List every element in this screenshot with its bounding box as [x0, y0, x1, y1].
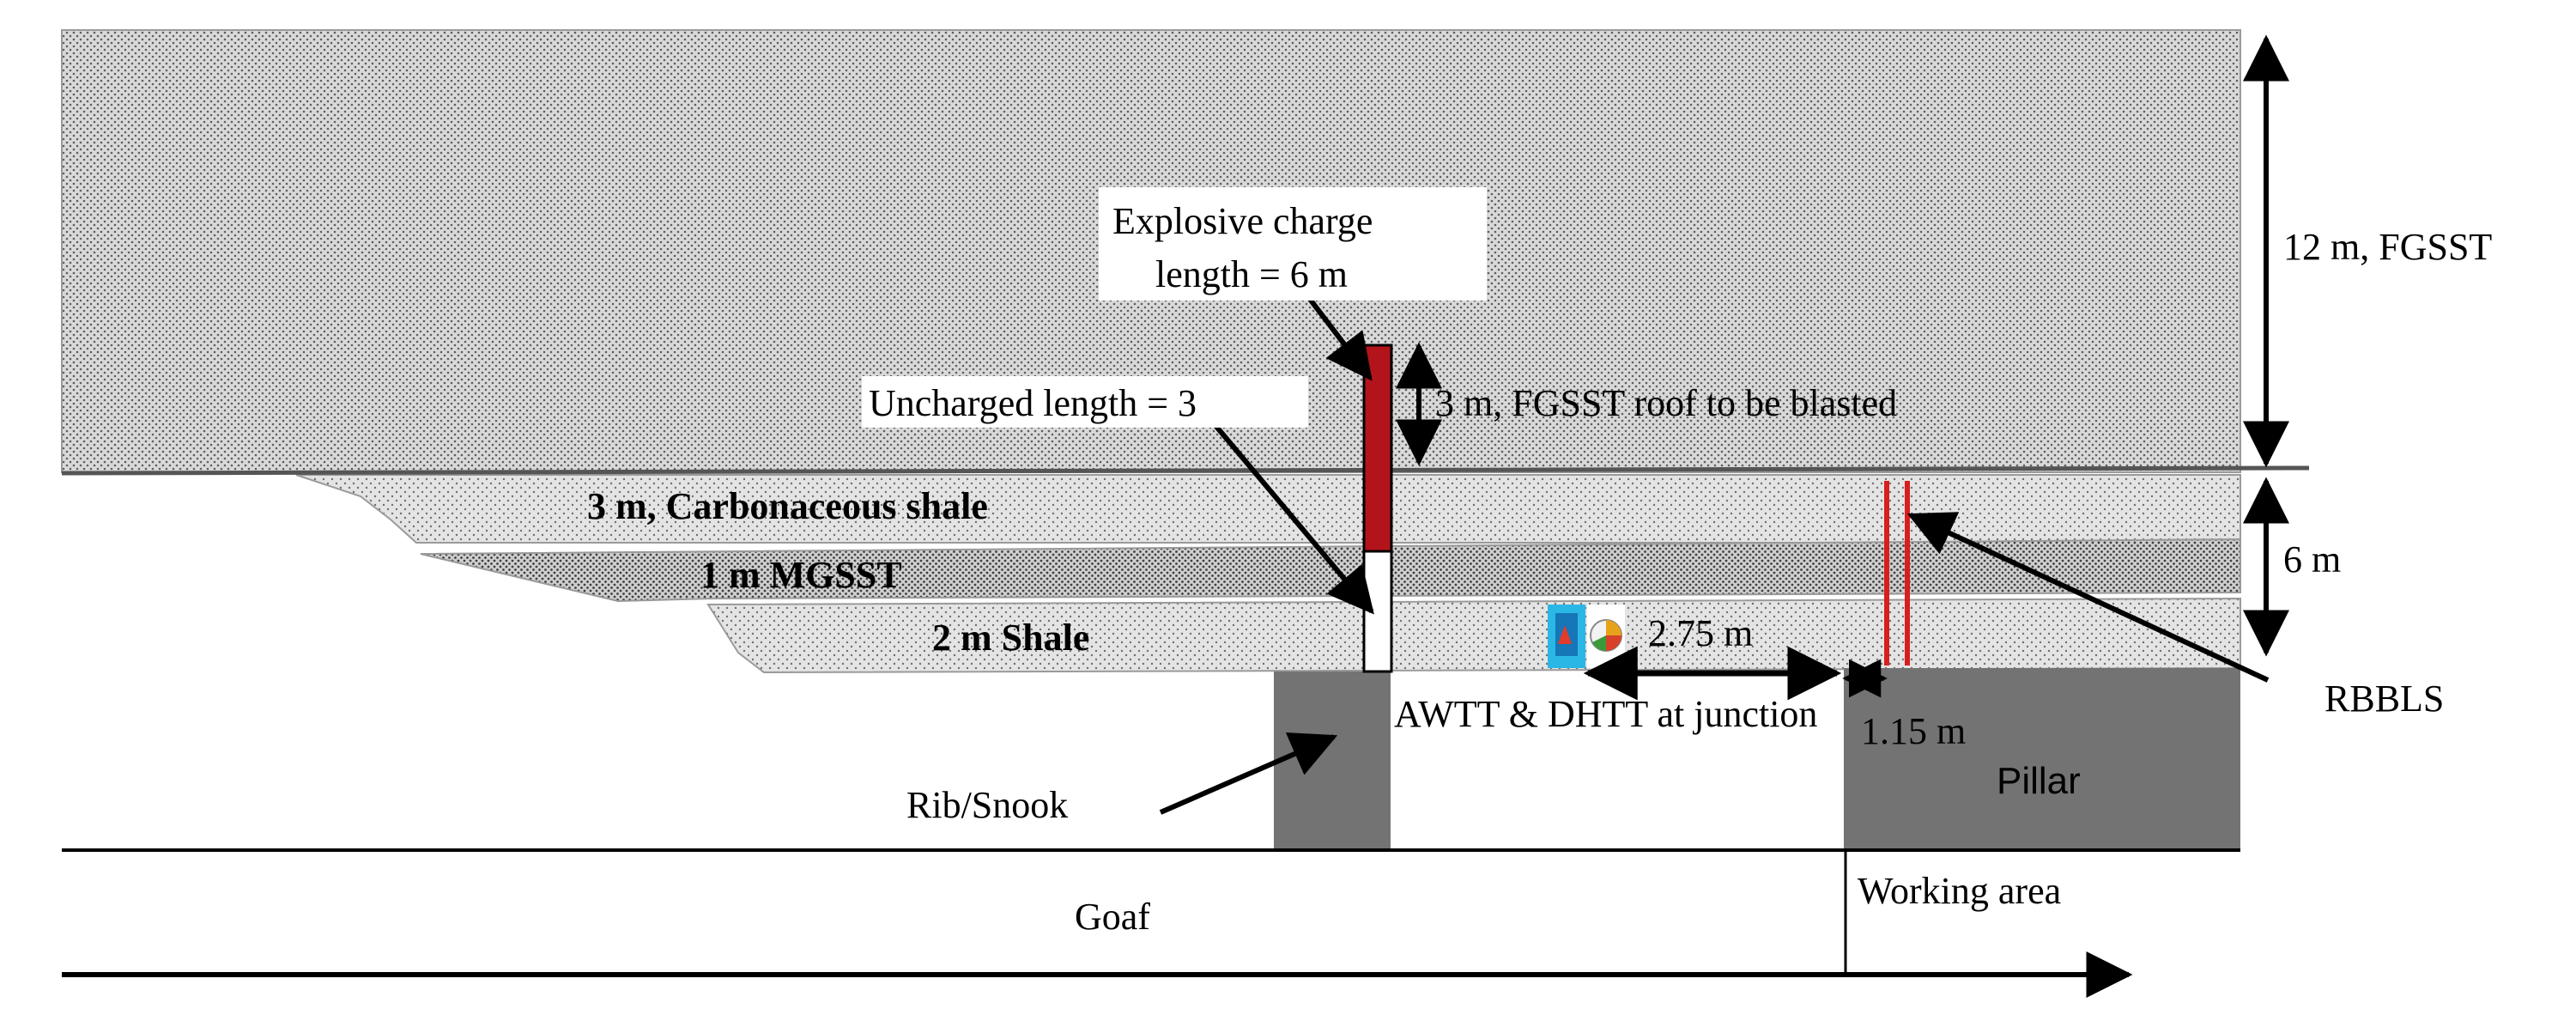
uncharged-hole — [1362, 550, 1393, 673]
goaf-label: Goaf — [1075, 896, 1150, 938]
pillar-gap-label: 1.15 m — [1861, 710, 1966, 752]
uncharged-pointer — [1206, 416, 1374, 615]
shale-stratum — [706, 597, 2241, 674]
carbonaceous-shale-stratum — [295, 474, 2241, 544]
pillar-block — [1844, 668, 2240, 850]
immediate-roof-label: 6 m — [2283, 538, 2341, 580]
dial-gauge-icon — [1587, 605, 1625, 668]
shale-label: 2 m Shale — [932, 617, 1089, 659]
charge-label-line1: Explosive charge — [1112, 200, 1373, 242]
working-area-label: Working area — [1858, 870, 2061, 912]
charge-label-line2: length = 6 m — [1155, 253, 1348, 295]
rib-label: Rib/Snook — [906, 784, 1068, 826]
rbbls-label: RBBLS — [2324, 678, 2444, 720]
carbonaceous-shale-label: 3 m, Carbonaceous shale — [587, 485, 988, 527]
instrument-icon — [1548, 605, 1585, 668]
roof-thickness-label: 12 m, FGSST — [2283, 226, 2492, 268]
uncharged-label: Uncharged length = 3 — [869, 382, 1197, 424]
rbbls-pointer — [1906, 512, 2270, 683]
junction-label: AWTT & DHTT at junction — [1394, 693, 1817, 735]
stratum-boundary — [61, 465, 2310, 476]
mgsst-stratum — [420, 538, 2241, 603]
rib-snook-block — [1274, 672, 1391, 850]
pillar-label: Pillar — [1997, 760, 2081, 802]
blast-roof-label: 3 m, FGSST roof to be blasted — [1435, 382, 1897, 424]
charge-label-bg — [1099, 187, 1487, 301]
mgsst-label: 1 m MGSST — [700, 554, 902, 596]
gap-distance-label: 2.75 m — [1648, 612, 1753, 654]
rib-pointer — [1159, 732, 1338, 815]
uncharged-label-bg — [862, 376, 1308, 428]
